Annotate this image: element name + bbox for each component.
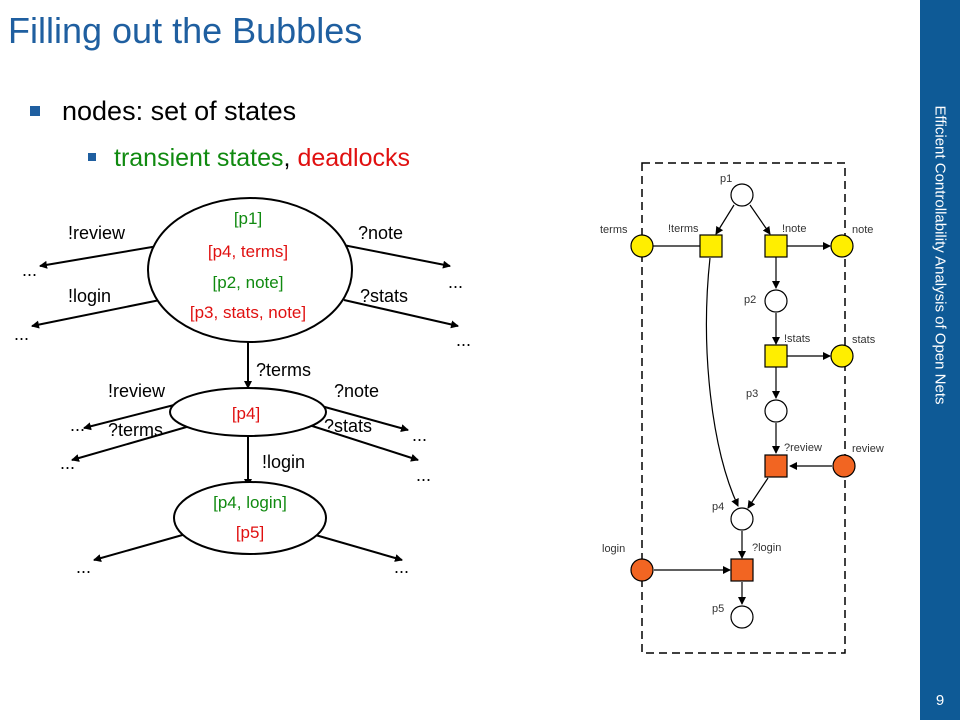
edge-n3-right (311, 533, 403, 562)
label-n2-review: !review (108, 381, 166, 401)
label-n1-to-n2: ?terms (256, 360, 311, 380)
label-p1: p1 (720, 173, 732, 185)
label-t-review: ?review (784, 442, 822, 454)
state-node-2 (169, 387, 327, 437)
edge-n2-review (83, 403, 179, 431)
bullet-states: transient states, deadlocks (88, 144, 410, 173)
place-p5 (730, 605, 754, 629)
comma-text: , (283, 144, 298, 172)
transition-review (764, 454, 788, 478)
petri-net: p1 p2 p3 p4 p5 terms note stats review l… (600, 162, 884, 654)
transition-stats (764, 344, 788, 368)
edge-n1-note (337, 243, 451, 269)
label-n2-to-n3: !login (262, 452, 305, 472)
place-p4 (730, 507, 754, 531)
label-terms: terms (600, 224, 628, 236)
node1-line2: [p4, terms] (208, 242, 288, 261)
place-review (832, 454, 856, 478)
label-t-terms: !terms (668, 223, 699, 235)
label-p2: p2 (744, 294, 756, 306)
arc-tterms-p4 (705, 257, 739, 507)
transition-login (730, 558, 754, 582)
edge-n2-stats (305, 423, 419, 462)
label-p5: p5 (712, 603, 724, 615)
label-t-stats: !stats (784, 333, 811, 345)
transient-states-text: transient states (114, 144, 284, 172)
open-net-boundary (641, 162, 846, 654)
edge-n2-terms (71, 425, 191, 462)
bullet-square-icon (88, 153, 96, 162)
bullet-nodes: nodes: set of states (30, 96, 296, 127)
bullet-square-icon (30, 105, 40, 116)
state-node-1 (147, 197, 353, 343)
dots-8: ... (416, 465, 431, 485)
slide-title: Filling out the Bubbles (8, 10, 363, 51)
label-p4: p4 (712, 501, 724, 513)
dots-4: ... (456, 330, 471, 350)
dots-5: ... (70, 415, 85, 435)
label-n1-login: !login (68, 286, 111, 306)
transition-note (764, 234, 788, 258)
label-stats: stats (852, 334, 876, 346)
bullet-nodes-text: nodes: set of states (62, 96, 297, 126)
label-review: review (852, 443, 884, 455)
edge-n2-note (313, 403, 409, 432)
sidebar-band (920, 0, 960, 720)
node1-line3: [p2, note] (213, 273, 284, 292)
place-terms (630, 234, 654, 258)
page-number: 9 (935, 692, 945, 709)
transition-terms (699, 234, 723, 258)
label-note: note (852, 224, 873, 236)
place-note (830, 234, 854, 258)
label-n2-terms: ?terms (108, 420, 163, 440)
label-t-login: ?login (752, 542, 781, 554)
node1-line1: [p1] (234, 209, 262, 228)
dots-1: ... (22, 260, 37, 280)
label-n2-note: ?note (334, 381, 379, 401)
state-node-3 (173, 481, 327, 555)
edge-n1-review (39, 245, 159, 269)
edge-n1-stats (343, 299, 459, 329)
place-p2 (764, 289, 788, 313)
label-n1-review: !review (68, 223, 126, 243)
edge-n1-login (31, 299, 161, 329)
dots-2: ... (14, 324, 29, 344)
node3-line1: [p4, login] (213, 493, 287, 512)
node3-line2: [p5] (236, 523, 264, 542)
deadlocks-text: deadlocks (297, 144, 411, 172)
label-n2-stats: ?stats (324, 416, 372, 436)
label-n1-stats: ?stats (360, 286, 408, 306)
edge-n3-left (93, 533, 187, 562)
sidebar-footer-text: Efficient Controllability Analysis of Op… (931, 105, 949, 405)
place-login (630, 558, 654, 582)
label-p3: p3 (746, 388, 758, 400)
label-t-note: !note (782, 223, 806, 235)
arc-p1-tnote (749, 204, 771, 235)
label-n1-note: ?note (358, 223, 403, 243)
dots-10: ... (394, 557, 409, 577)
place-p3 (764, 399, 788, 423)
node2-line1: [p4] (232, 404, 260, 423)
state-graph: [p1] [p4, terms] [p2, note] [p3, stats, … (14, 197, 471, 577)
place-p1 (730, 183, 754, 207)
node1-line4: [p3, stats, note] (190, 303, 306, 322)
label-login: login (602, 543, 625, 555)
arc-p1-tterms (715, 204, 735, 235)
dots-6: ... (60, 453, 75, 473)
dots-7: ... (412, 425, 427, 445)
dots-9: ... (76, 557, 91, 577)
place-stats (830, 344, 854, 368)
dots-3: ... (448, 272, 463, 292)
arc-treview-p4 (747, 477, 769, 509)
